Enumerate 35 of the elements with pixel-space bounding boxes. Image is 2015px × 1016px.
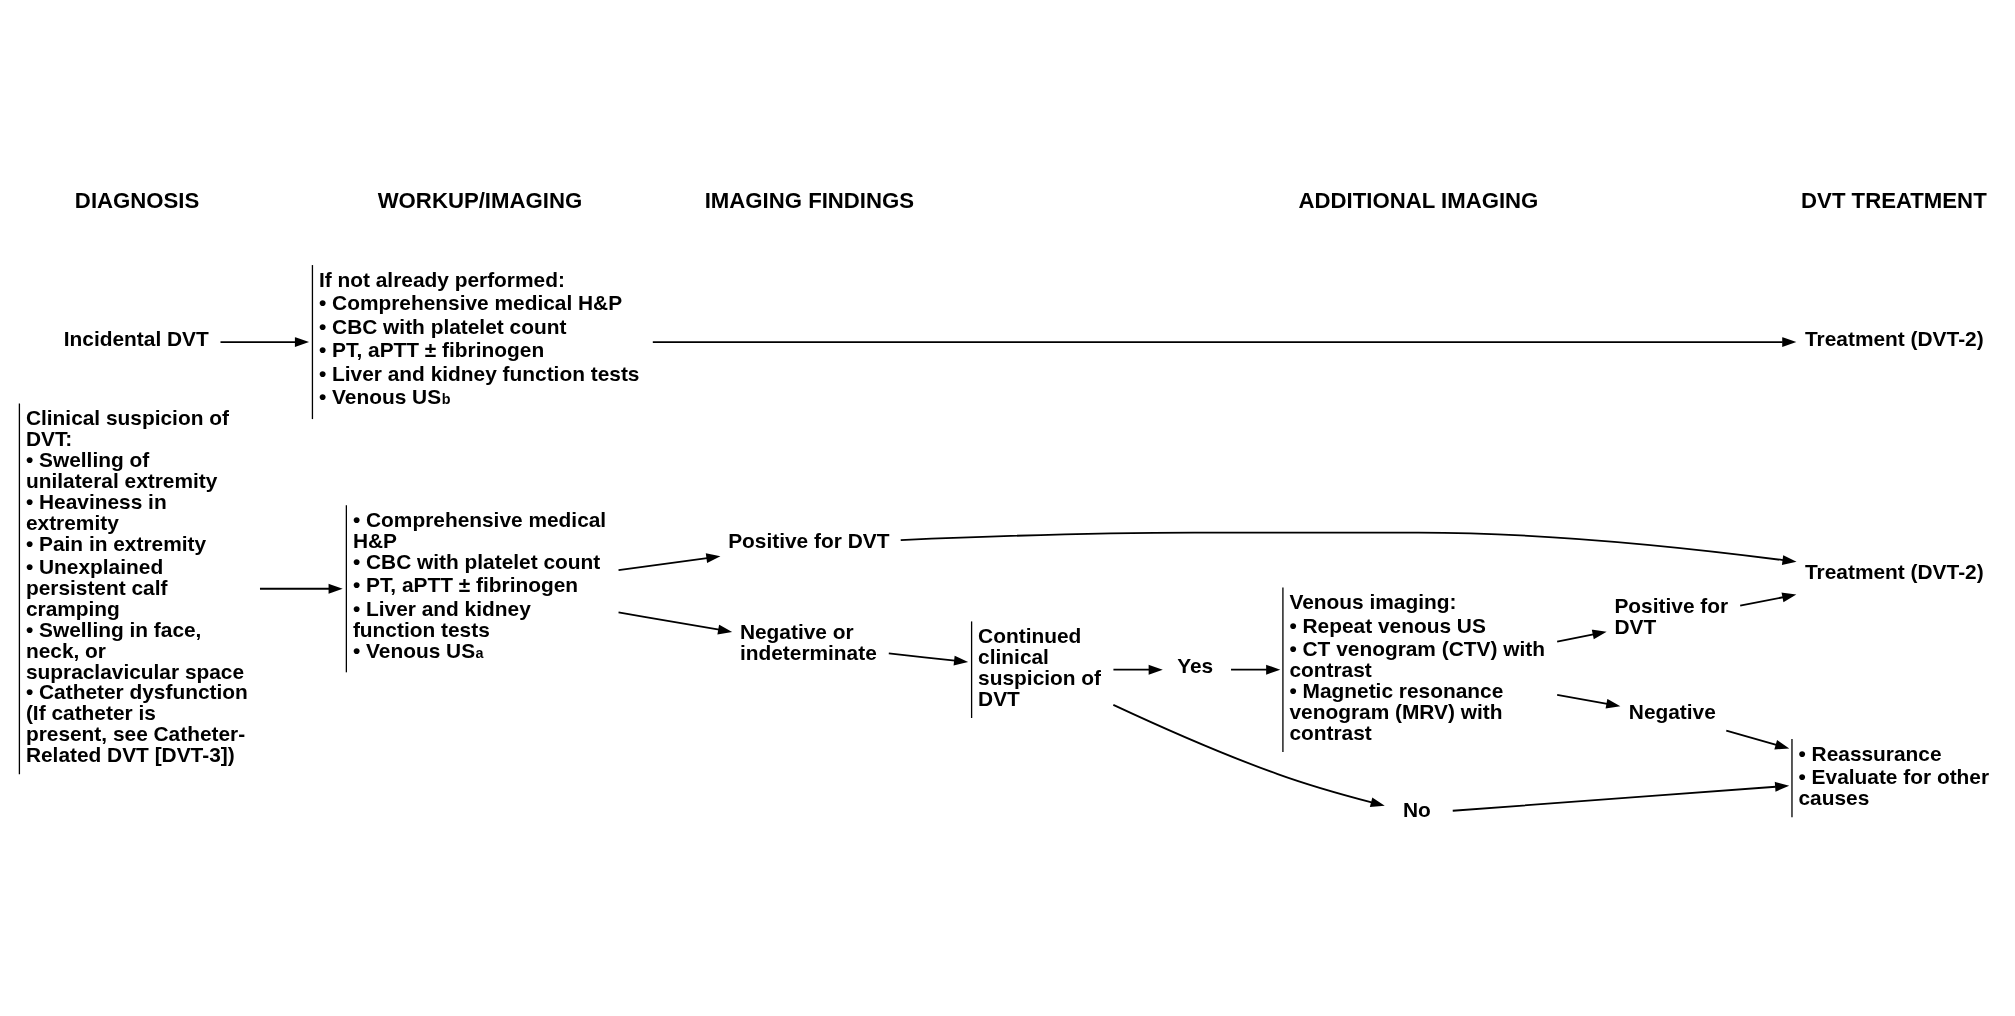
- node-text: Positive for DVT: [728, 528, 890, 552]
- node-text: • Comprehensive medical H&P • CBC with platelet count • PT, aPTT ± fibrinogen • Liver and kidney function tests • Venous USa: [352, 507, 607, 662]
- node-text: Venous imaging: • Repeat venous US • CT venogram (CTV) with contrast • Magnetic resonance venogram (MRV) with contrast: [1289, 589, 1545, 744]
- label: WORKUP/IMAGING: [377, 187, 583, 213]
- node-text: If not already performed: • Comprehensive medical H&P • CBC with platelet count • PT, aPTT ± fibrinogen • Liver and kidney function tests • Venous USb: [318, 267, 640, 408]
- node-text: No: [1403, 797, 1431, 821]
- arrow: [887, 652, 969, 665]
- label: DIAGNOSIS: [74, 187, 200, 213]
- arrow: [899, 531, 1797, 565]
- node-text: Positive for DVT: [1614, 593, 1729, 638]
- arrow: [1556, 693, 1621, 709]
- node-text: Negative or indeterminate: [739, 619, 877, 664]
- arrow: [617, 611, 733, 634]
- arrow: [1112, 664, 1163, 675]
- arrow: [617, 552, 721, 571]
- label: DVT TREATMENT: [1801, 187, 1987, 213]
- node-text: Clinical suspicion of DVT: • Swelling of unilateral extremity • Heaviness in extremity • Pain in extremity • Unexplained persistent calf cramping • Swelling in face, neck, or supraclavicular space • Catheter dysfunction (If catheter is present, see Catheter-Related DVT [DVT-3]): [25, 405, 248, 766]
- node-text: Treatment (DVT-2): [1805, 559, 1984, 583]
- label: ADDITIONAL IMAGING: [1298, 187, 1539, 213]
- arrow: [1112, 703, 1385, 807]
- node-text: • Reassurance • Evaluate for other causes: [1798, 741, 1990, 809]
- arrow: [1451, 781, 1790, 812]
- arrow: [1739, 592, 1797, 607]
- node-text: Continued clinical suspicion of DVT: [978, 623, 1102, 710]
- node-text: Yes: [1177, 653, 1214, 677]
- arrow: [219, 336, 310, 347]
- arrow: [651, 336, 1797, 347]
- node-text: Negative: [1628, 699, 1716, 723]
- arrow: [259, 583, 343, 594]
- arrow: [1230, 664, 1281, 675]
- label: IMAGING FINDINGS: [704, 187, 915, 213]
- arrow: [1556, 629, 1607, 643]
- arrow: [1725, 729, 1790, 749]
- node-text: Treatment (DVT-2): [1805, 326, 1984, 350]
- node-text: Incidental DVT: [63, 326, 209, 350]
